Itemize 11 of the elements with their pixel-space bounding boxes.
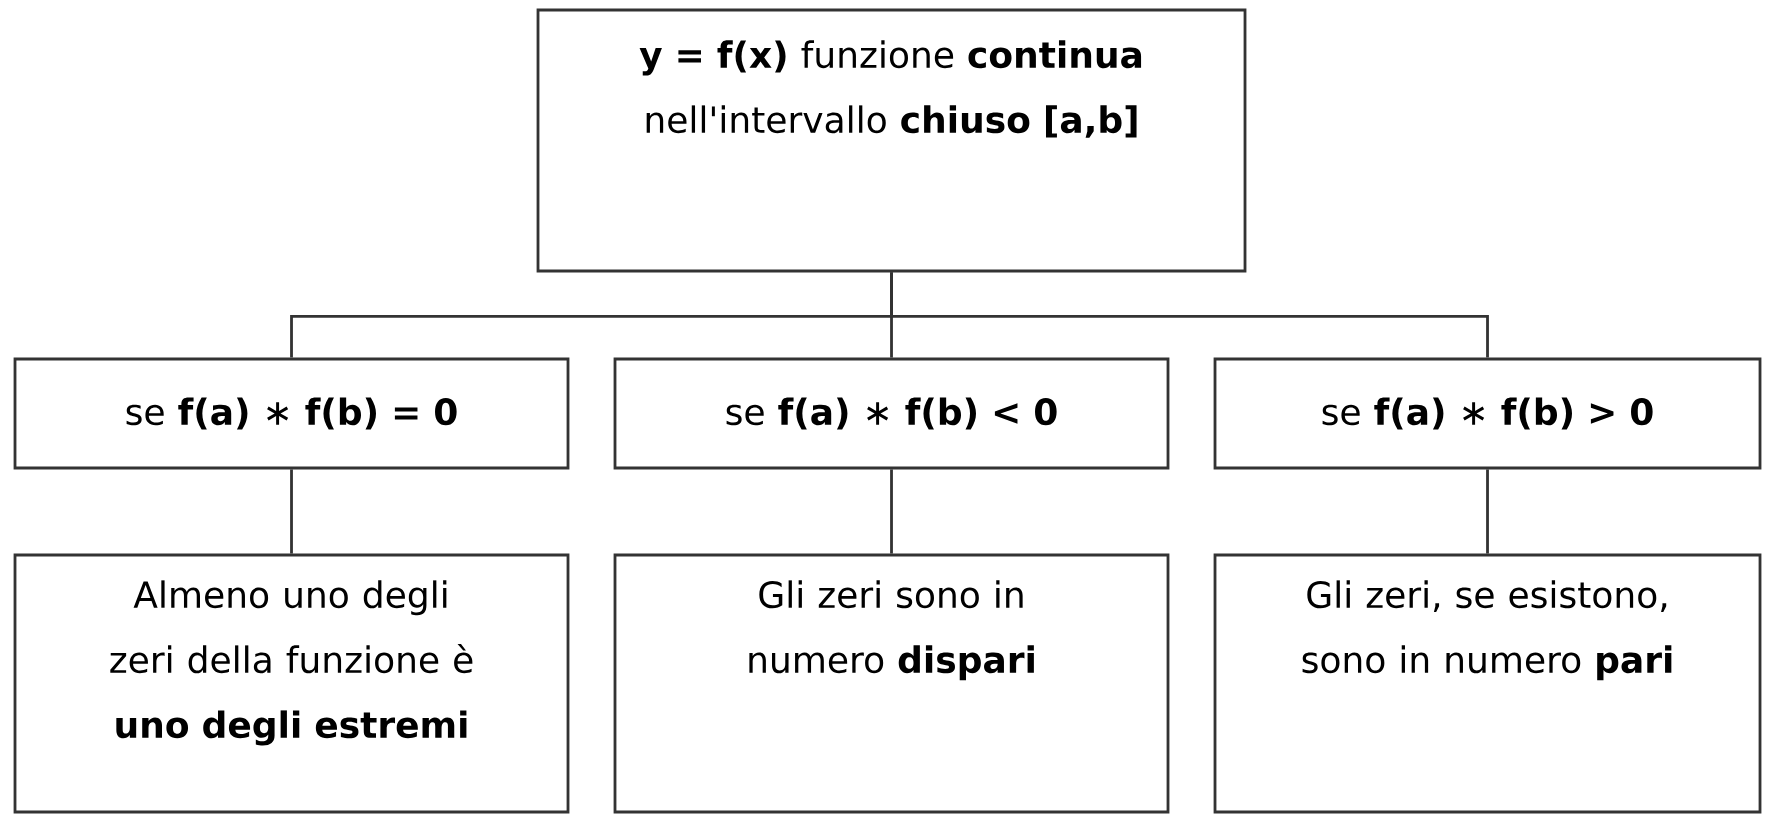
connector-line [890, 272, 1489, 358]
condition-box: se f(a) ∗ f(b) = 0 [13, 357, 570, 470]
connector-line [1486, 469, 1489, 554]
condition-box: se f(a) ∗ f(b) < 0 [613, 357, 1170, 470]
connector-line [290, 469, 293, 554]
condition-box: se f(a) ∗ f(b) > 0 [1213, 357, 1762, 470]
title-box: y = f(x) funzione continua nell'intervallo chiuso [a,b] [536, 8, 1247, 273]
result-box: Almeno uno degli zeri della funzione è uno degli estremi [13, 553, 570, 814]
result-box: Gli zeri, se esistono, sono in numero pari [1213, 553, 1762, 814]
connector-line [890, 469, 893, 554]
result-box: Gli zeri sono in numero dispari [613, 553, 1170, 814]
